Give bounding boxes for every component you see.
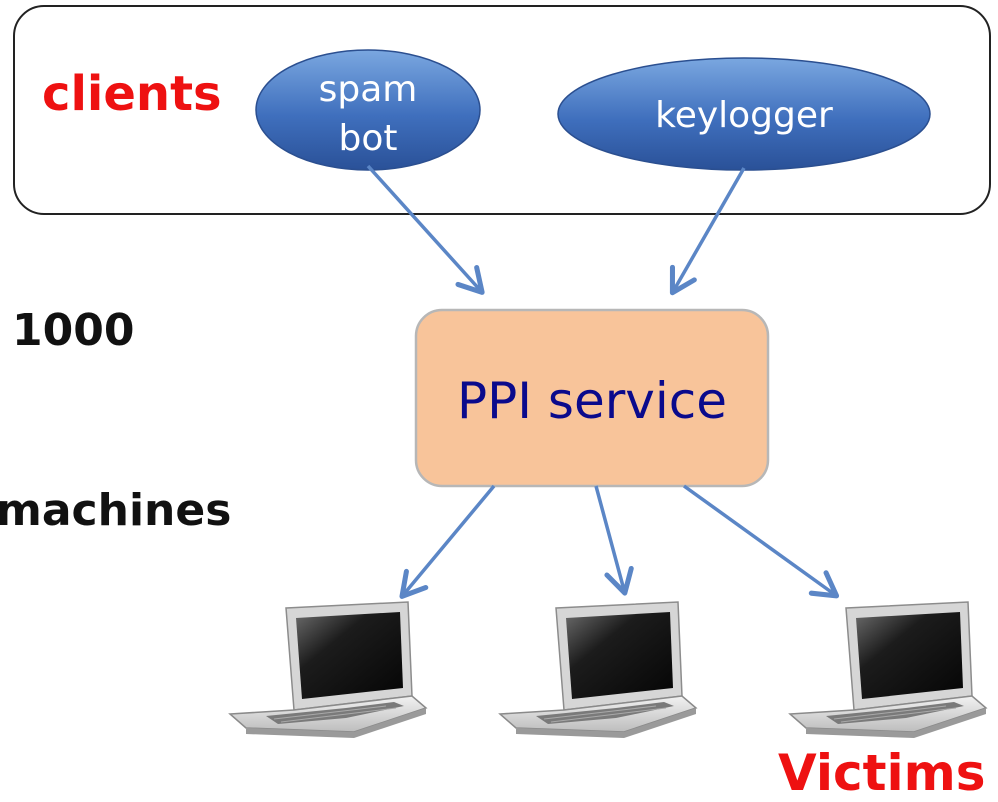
arrow-ppi-to-victim-1 <box>399 484 496 599</box>
arrow-ppi-to-victim-2 <box>594 485 634 596</box>
arrow-ppi-to-victim-3 <box>682 484 840 599</box>
arrow-spambot-to-ppi <box>366 164 485 295</box>
arrow-keylogger-to-ppi <box>669 167 746 296</box>
count-label: 1000 <box>12 305 134 356</box>
clients-label: clients <box>42 66 222 122</box>
spam-bot-node: spam bot <box>255 49 481 171</box>
machines-label: machines <box>0 485 231 536</box>
victims-label: Victims <box>778 744 986 802</box>
keylogger-node: keylogger <box>557 57 931 171</box>
laptop-icon <box>229 601 427 739</box>
keylogger-label: keylogger <box>655 95 833 136</box>
spam-bot-label-line2: bot <box>339 118 398 159</box>
laptop-icon <box>789 601 987 739</box>
ppi-service-label: PPI service <box>457 372 727 430</box>
spam-bot-label-line1: spam <box>319 69 418 110</box>
laptop-icon <box>499 601 697 739</box>
ppi-service-node: PPI service <box>414 308 770 488</box>
